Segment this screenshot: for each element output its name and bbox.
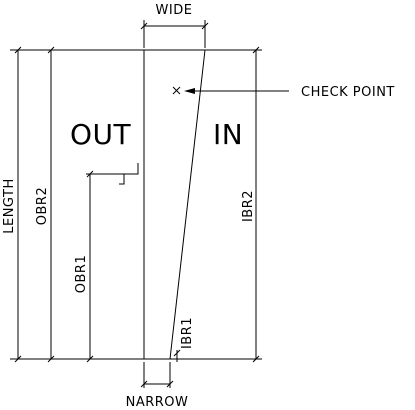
length-tick-bottom [14, 355, 22, 363]
obr1-label: OBR1 [74, 255, 89, 293]
ibr2-tick-top [252, 46, 260, 54]
ibr1-tick [173, 349, 181, 357]
obr2-tick-top [47, 46, 55, 54]
length-label: LENGTH [2, 178, 17, 234]
wide-label: WIDE [156, 3, 193, 18]
narrow-dimension: NARROW [126, 362, 189, 410]
obr2-dimension: OBR2 [35, 46, 55, 363]
taper-piece [143, 49, 206, 360]
length-tick-top [14, 46, 22, 54]
in-label: IN [213, 118, 243, 151]
wide-tick-left [140, 22, 148, 30]
inner-tapered-edge [169, 49, 206, 360]
ibr2-tick-bottom [252, 355, 260, 363]
obr1-tick-bottom [86, 355, 94, 363]
narrow-label: NARROW [126, 395, 189, 410]
obr1-dimension: OBR1 [74, 170, 138, 363]
ibr2-dimension: IBR2 [170, 46, 262, 363]
wide-dimension: WIDE [140, 3, 209, 48]
narrow-tick-left [140, 380, 148, 388]
out-label: OUT [70, 118, 132, 151]
check-point: CHECK POINT [172, 85, 395, 100]
pivot-corner-mark [119, 163, 139, 185]
arrowhead-icon [184, 88, 195, 94]
narrow-tick-right [166, 380, 174, 388]
ibr1-dimension: IBR1 [173, 317, 195, 362]
length-dimension: LENGTH [2, 46, 144, 363]
ibr1-label: IBR1 [180, 317, 195, 349]
x-mark-icon [172, 86, 181, 95]
wide-tick-right [201, 22, 209, 30]
obr1-tick-top [86, 170, 94, 178]
check-point-label: CHECK POINT [301, 85, 395, 100]
pivot-marker [119, 163, 139, 185]
obr2-tick-bottom [47, 355, 55, 363]
obr2-label: OBR2 [35, 187, 50, 225]
ibr2-label: IBR2 [241, 190, 256, 222]
